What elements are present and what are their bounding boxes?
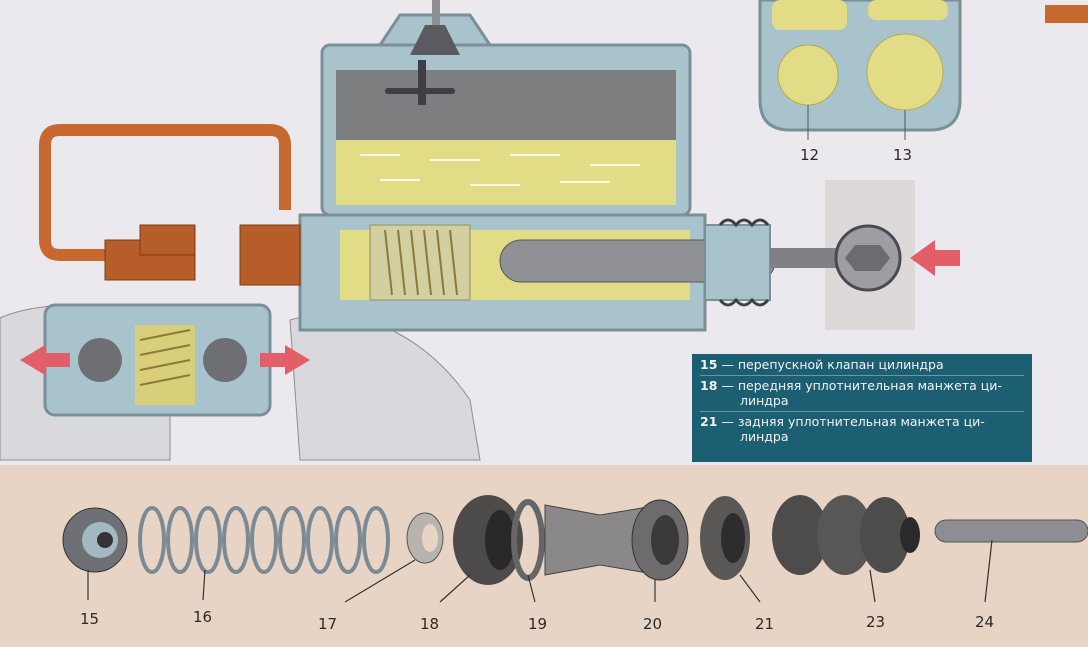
pushrod (770, 248, 840, 268)
part-19 (511, 499, 545, 581)
pipe-fitting-right (239, 224, 301, 286)
part-15 (62, 507, 128, 573)
wheel-cylinder (43, 303, 272, 417)
legend-item-18: 18 — передняя уплотнительная манжета ци-… (700, 378, 1002, 408)
part-21 (700, 496, 750, 580)
legend-divider (700, 375, 1024, 376)
arrow-right (260, 345, 310, 375)
part-16-spring (138, 506, 390, 574)
component-12-13 (758, 0, 962, 140)
pipe-stub (1045, 5, 1088, 23)
part-17 (406, 512, 444, 564)
parts-background (0, 465, 1088, 647)
part-24-rod (934, 519, 1088, 543)
label-20: 20 (643, 615, 662, 633)
label-13: 13 (893, 146, 912, 164)
arrow-left (20, 345, 70, 375)
brake-pipe (39, 124, 291, 261)
label-12: 12 (800, 146, 819, 164)
part-23-boot (772, 495, 920, 575)
legend-item-21: 21 — задняя уплотнительная манжета ци- л… (700, 414, 985, 444)
part-20 (544, 499, 689, 581)
label-21: 21 (755, 615, 774, 633)
label-16: 16 (193, 608, 212, 626)
brake-fluid (336, 140, 676, 205)
legend-item-15: 15 — перепускной клапан цилиндра (700, 357, 944, 372)
label-15: 15 (80, 610, 99, 628)
label-23: 23 (866, 613, 885, 631)
label-18: 18 (420, 615, 439, 633)
part-18 (453, 495, 523, 585)
push-arrow (910, 240, 960, 276)
cylinder-body (298, 213, 776, 332)
label-17: 17 (318, 615, 337, 633)
legend-divider (700, 411, 1024, 412)
label-24: 24 (975, 613, 994, 631)
label-19: 19 (528, 615, 547, 633)
legend-panel: 15 — перепускной клапан цилиндра 18 — пе… (692, 354, 1032, 462)
